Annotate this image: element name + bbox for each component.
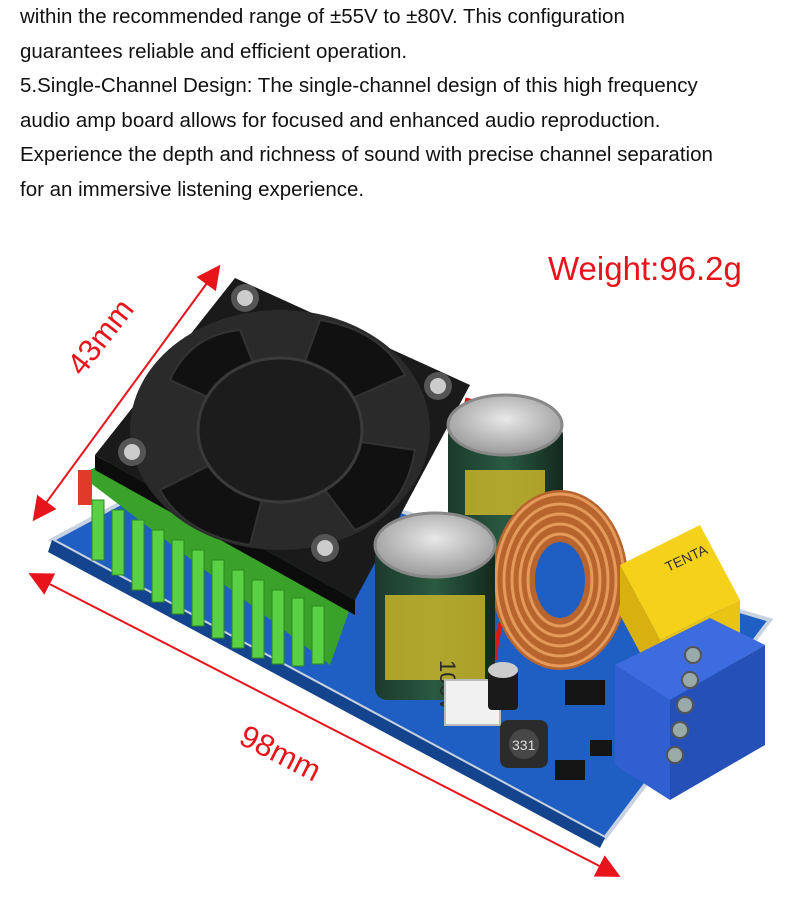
description-line: for an immersive listening experience.: [20, 177, 365, 201]
weight-label: Weight:96.2g: [548, 250, 742, 287]
toroidal-inductor: [492, 490, 628, 670]
terminal-block: [615, 618, 765, 800]
chip-1: [565, 680, 605, 705]
small-capacitor: [488, 662, 518, 710]
description-line: guarantees reliable and efficient operat…: [20, 39, 408, 63]
description-line: Experience the depth and richness of sou…: [20, 143, 713, 166]
description-line: within the recommended range of ±55V to …: [20, 5, 625, 28]
description-line: audio amp board allows for focused and e…: [20, 108, 661, 132]
description-text: within the recommended range of ±55V to …: [20, 0, 800, 207]
chip-2: [555, 760, 585, 780]
chip-3: [590, 740, 612, 756]
description-line: 5.Single-Channel Design: The single-chan…: [20, 74, 698, 97]
width-dimension-arrow: [32, 264, 221, 522]
inductor-marking: 331: [512, 737, 536, 753]
smd-inductor: 331: [500, 720, 548, 768]
length-dimension-arrow: [28, 573, 621, 877]
